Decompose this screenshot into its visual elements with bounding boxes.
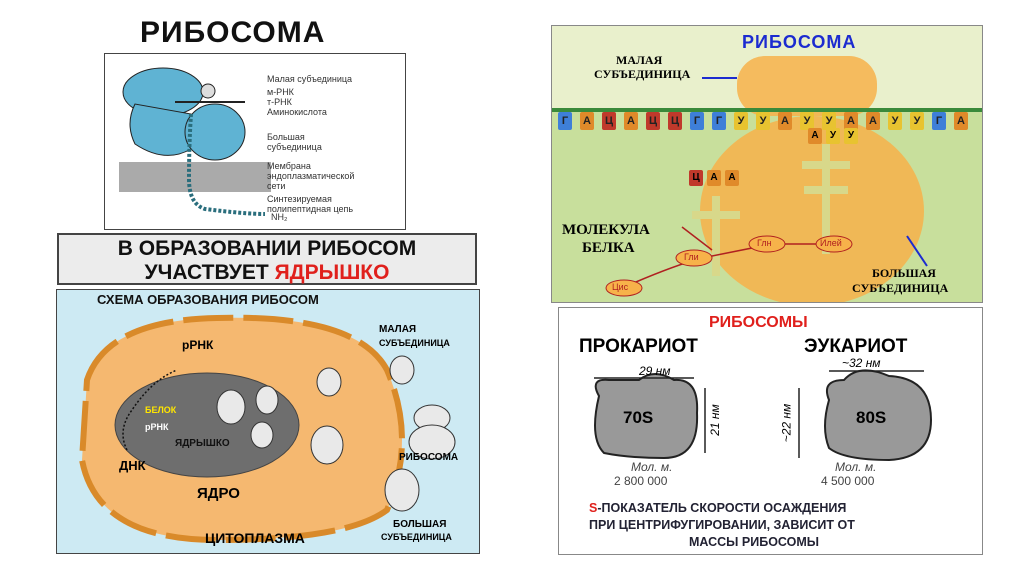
left-title: РИБОСОМА — [140, 16, 325, 50]
scheme-nucleus: ЯДРО — [197, 485, 240, 502]
scheme-small-1: МАЛАЯ — [379, 324, 416, 335]
mrna-codon: У — [910, 112, 924, 130]
label-mrna: м-РНК — [267, 87, 294, 97]
label-polypeptide-1: Синтезируемая — [267, 194, 332, 204]
banner-line-1: В ОБРАЗОВАНИИ РИБОСОМ — [59, 237, 475, 261]
prok-mass-value: 2 800 000 — [614, 474, 667, 488]
label-large-subunit-2: субъединица — [267, 142, 322, 152]
prok-width: 29 нм — [639, 364, 671, 378]
mrna-codon: Г — [690, 112, 704, 130]
scheme-title: СХЕМА ОБРАЗОВАНИЯ РИБОСОМ — [97, 292, 319, 307]
note-line-3: МАССЫ РИБОСОМЫ — [689, 535, 819, 549]
mrna-codon: У — [888, 112, 902, 130]
translation-protein-2: БЕЛКА — [582, 240, 635, 257]
ribosome-structure-illustration — [105, 54, 405, 229]
euk-svedberg: 80S — [856, 408, 886, 428]
translation-title: РИБОСОМА — [742, 32, 856, 53]
mrna-codon: Г — [712, 112, 726, 130]
anticodon-base: У — [826, 128, 840, 144]
mrna-codon: А — [954, 112, 968, 130]
mrna-codon: Ц — [646, 112, 660, 130]
aa-cys: Цис — [612, 282, 628, 292]
note-line-2: ПРИ ЦЕНТРИФУГИРОВАНИИ, ЗАВИСИТ ОТ — [589, 518, 855, 532]
translation-small-2: СУБЪЕДИНИЦА — [594, 67, 690, 82]
label-membrane-2: эндоплазматической — [267, 171, 354, 181]
prok-svedberg: 70S — [623, 408, 653, 428]
anticodon-base: А — [725, 170, 739, 186]
anticodon-base: А — [808, 128, 822, 144]
prok-height: 21 нм — [708, 404, 722, 436]
mrna-codon: Г — [932, 112, 946, 130]
mrna-codon: Г — [558, 112, 572, 130]
mrna-codon: А — [624, 112, 638, 130]
label-amino-acid: Аминокислота — [267, 107, 327, 117]
scheme-rrna-inner: рРНК — [145, 422, 169, 432]
ribosome-comparison-panel: РИБОСОМЫ ПРОКАРИОТ ЭУКАРИОТ 29 нм ~32 нм… — [558, 307, 983, 555]
scheme-cytoplasm: ЦИТОПЛАЗМА — [205, 530, 305, 546]
euk-mass-label: Мол. м. — [835, 460, 876, 474]
scheme-ribosome: РИБОСОМА — [399, 452, 458, 463]
banner-line-2: УЧАСТВУЕТ ЯДРЫШКО — [59, 261, 475, 285]
scheme-large-1: БОЛЬШАЯ — [393, 519, 446, 530]
euk-mass-value: 4 500 000 — [821, 474, 874, 488]
prok-mass-label: Мол. м. — [631, 460, 672, 474]
nucleolus-banner: В ОБРАЗОВАНИИ РИБОСОМ УЧАСТВУЕТ ЯДРЫШКО — [57, 233, 477, 285]
translation-protein-1: МОЛЕКУЛА — [562, 222, 650, 239]
anticodon-base: У — [844, 128, 858, 144]
scheme-dna: ДНК — [119, 458, 146, 473]
scheme-large-2: СУБЪЕДИНИЦА — [381, 532, 452, 542]
aa-gln: Глн — [757, 238, 772, 248]
anticodon-base: Ц — [689, 170, 703, 186]
mrna-codon: А — [778, 112, 792, 130]
ribosome-structure-panel: Малая субъединица м-РНК т-РНК Аминокисло… — [104, 53, 406, 230]
mrna-codon: У — [734, 112, 748, 130]
banner-prefix: УЧАСТВУЕТ — [145, 261, 269, 284]
label-membrane-3: сети — [267, 181, 285, 191]
ribosomes-title: РИБОСОМЫ — [709, 314, 808, 332]
scheme-nucleolus: ЯДРЫШКО — [175, 438, 230, 449]
note-text-1: -ПОКАЗАТЕЛЬ СКОРОСТИ ОСАЖДЕНИЯ — [597, 501, 846, 515]
aa-ile: Илей — [820, 238, 842, 248]
translation-large-2: СУБЪЕДИНИЦА — [852, 281, 948, 296]
mrna-codon: У — [756, 112, 770, 130]
scheme-small-2: СУБЪЕДИНИЦА — [379, 338, 450, 348]
label-nh2: NH₂ — [271, 212, 288, 222]
note-line-1: S-ПОКАЗАТЕЛЬ СКОРОСТИ ОСАЖДЕНИЯ — [589, 501, 846, 515]
translation-large-1: БОЛЬШАЯ — [872, 266, 936, 281]
euk-height: ~22 нм — [779, 404, 793, 443]
aa-gly: Гли — [684, 252, 699, 262]
prokaryote-heading: ПРОКАРИОТ — [579, 336, 698, 358]
label-large-subunit-1: Большая — [267, 132, 305, 142]
mrna-codon: А — [866, 112, 880, 130]
label-trna: т-РНК — [267, 97, 292, 107]
translation-small-1: МАЛАЯ — [616, 53, 662, 68]
ribosome-formation-scheme: СХЕМА ОБРАЗОВАНИЯ РИБОСОМ рРНК БЕЛОК рРН… — [56, 289, 480, 554]
mrna-codon: А — [580, 112, 594, 130]
euk-width: ~32 нм — [842, 356, 881, 370]
scheme-protein: БЕЛОК — [145, 405, 176, 415]
banner-highlight: ЯДРЫШКО — [275, 261, 390, 284]
mrna-codon: Ц — [602, 112, 616, 130]
label-membrane-1: Мембрана — [267, 161, 311, 171]
mrna-codon: Ц — [668, 112, 682, 130]
label-small-subunit: Малая субъединица — [267, 74, 352, 84]
scheme-rrna-top: рРНК — [182, 338, 213, 352]
eukaryote-heading: ЭУКАРИОТ — [804, 336, 907, 358]
anticodon-base: А — [707, 170, 721, 186]
